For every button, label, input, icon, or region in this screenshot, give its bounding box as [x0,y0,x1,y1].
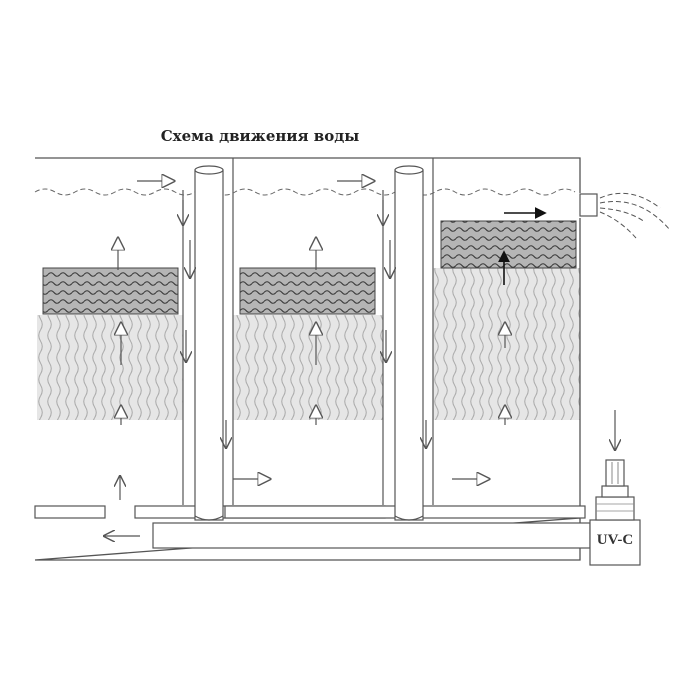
water-spray [599,192,671,239]
sponge-2 [239,267,376,315]
flow-arrows-down [104,200,615,536]
uv-c-label: UV-C [597,532,633,548]
vertical-pipe-2 [394,165,424,521]
bottom-shelf-1 [34,505,106,519]
sponge-3 [440,220,577,269]
vertical-pipe-1 [194,165,224,521]
filter-media-3 [433,268,580,420]
diagram-title: Схема движения воды [160,127,360,145]
flow-arrows [118,181,505,479]
uv-c-unit: UV-C [589,459,641,566]
return-channel [152,522,591,549]
sponge-1 [42,267,179,315]
water-surface-line [34,188,576,196]
flow-arrows-solid [498,207,547,285]
outlet-nozzle [579,193,598,217]
filter-media-2 [233,315,383,420]
filter-media-1 [37,315,183,420]
